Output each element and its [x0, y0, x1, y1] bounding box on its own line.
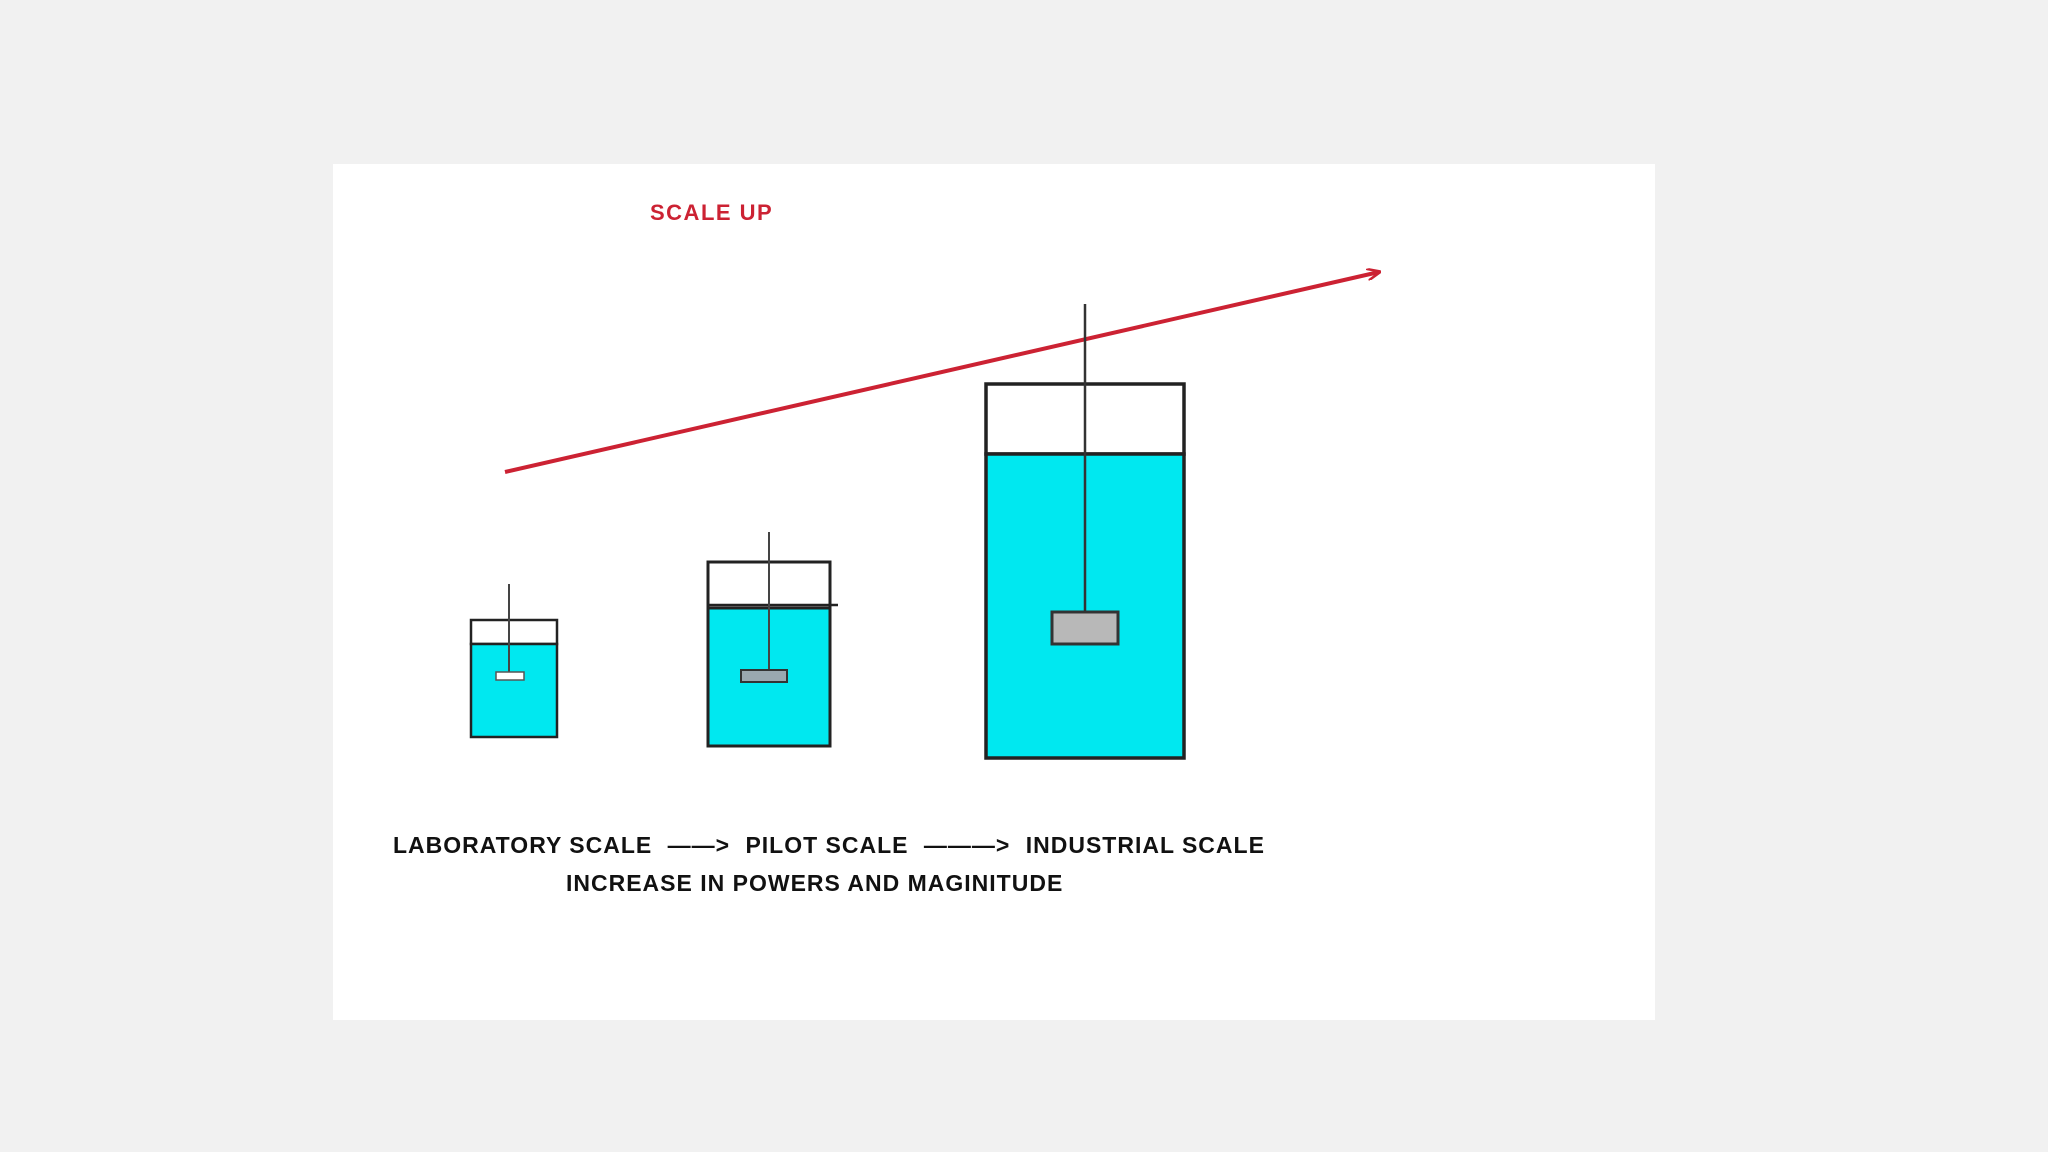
scale-up-arrow: [504, 272, 1379, 474]
pilot-impeller: [740, 669, 788, 683]
diagram-panel: SCALE UP: [333, 164, 1655, 1020]
laboratory-vessel: [469, 584, 559, 739]
laboratory-vessel-liquid: [469, 642, 559, 739]
industrial-impeller: [1050, 610, 1120, 646]
pilot-vessel: [706, 532, 838, 748]
scale-up-diagram: SCALE UP: [393, 200, 1655, 896]
scale-progression-text: LABORATORY SCALE ——> PILOT SCALE ———> IN…: [393, 832, 1265, 858]
pilot-scale-label: PILOT SCALE: [745, 832, 908, 858]
progression-arrow-1: ——>: [668, 832, 730, 858]
laboratory-impeller: [495, 671, 525, 681]
progression-arrow-2: ———>: [924, 832, 1010, 858]
laboratory-vessel-headspace: [469, 618, 559, 646]
industrial-vessel: [984, 304, 1186, 760]
diagram-caption: INCREASE IN POWERS AND MAGINITUDE: [566, 870, 1063, 896]
diagram-title: SCALE UP: [650, 200, 773, 225]
industrial-scale-label: INDUSTRIAL SCALE: [1026, 832, 1265, 858]
laboratory-scale-label: LABORATORY SCALE: [393, 832, 652, 858]
